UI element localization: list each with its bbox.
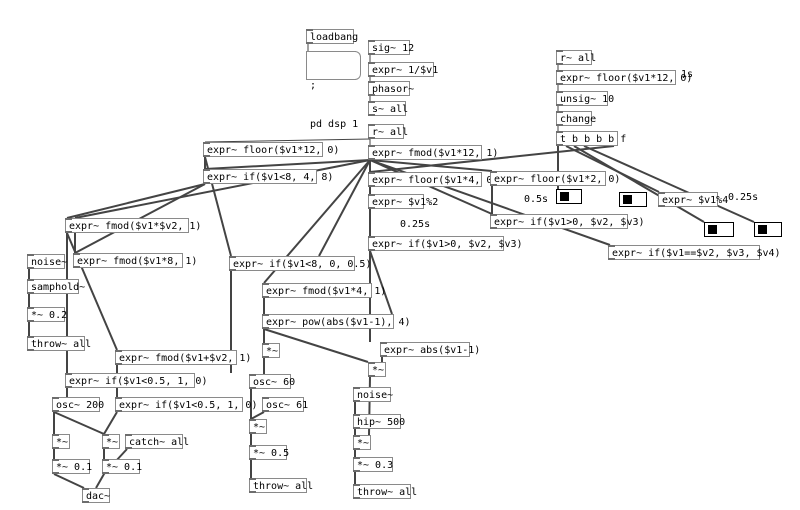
expr-fmod-4-object[interactable]: expr~ fmod($v1*4, 1) <box>262 283 386 298</box>
expr-if-lt8-05-object[interactable]: expr~ if($v1<8, 0, 0.5) <box>229 256 371 271</box>
patch-cord[interactable] <box>103 411 118 435</box>
expr-mod2-object[interactable]: expr~ $v1%2 <box>368 194 438 209</box>
expr-abs-object[interactable]: expr~ abs($v1-1) <box>380 342 480 357</box>
mul-c2-object[interactable]: *~ <box>249 419 267 434</box>
phasor-object[interactable]: phasor~ <box>368 81 414 96</box>
send-all-object[interactable]: s~ all <box>368 101 408 116</box>
toggle-0-25s-a[interactable] <box>704 222 734 237</box>
patch-cord[interactable] <box>204 159 371 170</box>
samphold-object[interactable]: samphold~ <box>27 279 85 294</box>
osc-61-object[interactable]: osc~ 61 <box>262 397 308 412</box>
expr-if-lt05-b-object[interactable]: expr~ if($v1<0.5, 1, 0) <box>115 397 257 412</box>
patch-cord[interactable] <box>583 145 755 223</box>
catch-all-object[interactable]: catch~ all <box>125 434 189 449</box>
expr-floor-4-object[interactable]: expr~ floor($v1*4, 0) <box>368 172 498 187</box>
label-0-25s-mid: 0.25s <box>400 219 431 230</box>
patch-cord[interactable] <box>369 250 393 315</box>
hip-500-object[interactable]: hip~ 500 <box>353 414 405 429</box>
mul-center-object[interactable]: *~ <box>262 343 280 358</box>
mul-0-3-object[interactable]: *~ 0.3 <box>353 457 393 472</box>
patch-cord[interactable] <box>263 328 369 363</box>
toggle-0-25s-b[interactable] <box>754 222 782 237</box>
expr-mod4-object[interactable]: expr~ $v1%4 <box>658 192 728 207</box>
expr-fmod-8-object[interactable]: expr~ fmod($v1*8, 1) <box>73 253 197 268</box>
patch-cord[interactable] <box>74 159 371 219</box>
patch-cord[interactable] <box>573 145 705 223</box>
patch-cord[interactable] <box>66 183 206 219</box>
expr-if-lt8-object[interactable]: expr~ if($v1<8, 4, 8) <box>203 169 333 184</box>
change-object[interactable]: change <box>556 111 596 126</box>
expr-recip-object[interactable]: expr~ 1/$v1 <box>368 62 438 77</box>
expr-fmod-mid-object[interactable]: expr~ fmod($v1*12, 1) <box>368 145 498 160</box>
mul-right-object[interactable]: *~ <box>368 362 386 377</box>
patch-cord[interactable] <box>53 411 105 435</box>
expr-floor-top-object[interactable]: expr~ floor($v1*12, 0) <box>556 70 692 85</box>
patch-cord[interactable] <box>318 159 371 257</box>
pd-dsp-message-line1: ; <box>310 80 317 91</box>
noise-left-object[interactable]: noise~ <box>27 254 67 269</box>
noise-right-object[interactable]: noise~ <box>353 387 393 402</box>
mul-0-1-a-object[interactable]: *~ 0.1 <box>52 459 92 474</box>
loadbang-object[interactable]: loadbang <box>306 29 358 44</box>
toggle-1s[interactable] <box>556 189 582 204</box>
label-0-5s: 0.5s <box>524 194 549 205</box>
expr-if-eq-object[interactable]: expr~ if($v1==$v2, $v3, $v4) <box>608 245 781 260</box>
patch-cord[interactable] <box>250 411 265 420</box>
mul-0-2-object[interactable]: *~ 0.2 <box>27 307 67 322</box>
sig-12-object[interactable]: sig~ 12 <box>368 40 414 55</box>
patch-cord[interactable] <box>204 138 371 143</box>
label-0-25s-right: 0.25s <box>728 192 759 203</box>
mul-0-5-object[interactable]: *~ 0.5 <box>249 445 289 460</box>
expr-if-gt0-a-object[interactable]: expr~ if($v1>0, $v2, $v3) <box>490 214 645 229</box>
expr-fmod-v1v2-object[interactable]: expr~ fmod($v1+$v2, 1) <box>115 350 251 365</box>
expr-if-lt05-a-object[interactable]: expr~ if($v1<0.5, 1, 0) <box>65 373 207 388</box>
patch-cord[interactable] <box>95 473 105 489</box>
mul-0-1-b-object[interactable]: *~ 0.1 <box>102 459 142 474</box>
toggle-0-5s[interactable] <box>619 192 647 207</box>
receive-all-top-object[interactable]: r~ all <box>556 50 596 65</box>
osc-60-object[interactable]: osc~ 60 <box>249 374 295 389</box>
expr-fmod-v2-object[interactable]: expr~ fmod($v1*$v2, 1) <box>65 218 201 233</box>
mul-l2-object[interactable]: *~ <box>102 434 120 449</box>
throw-right-object[interactable]: throw~ all <box>353 484 417 499</box>
dac-object[interactable]: dac~ <box>82 488 110 503</box>
throw-center-object[interactable]: throw~ all <box>249 478 313 493</box>
expr-floor-2-object[interactable]: expr~ floor($v1*2, 0) <box>490 171 620 186</box>
receive-all-mid-object[interactable]: r~ all <box>368 124 408 139</box>
unsig-object[interactable]: unsig~ 10 <box>556 91 614 106</box>
trigger-object[interactable]: t b b b b f <box>556 131 626 146</box>
throw-left-object[interactable]: throw~ all <box>27 336 91 351</box>
patch-cord[interactable] <box>53 473 85 489</box>
pd-dsp-message-box[interactable]: ; pd dsp 1 <box>306 51 361 130</box>
expr-floor-mid-object[interactable]: expr~ floor($v1*12, 0) <box>203 142 339 157</box>
mul-l1-object[interactable]: *~ <box>52 434 70 449</box>
pd-dsp-message-line2: pd dsp 1 <box>310 119 359 130</box>
osc-200-object[interactable]: osc~ 200 <box>52 397 104 412</box>
expr-pow-object[interactable]: expr~ pow(abs($v1-1), 4) <box>262 314 411 329</box>
expr-if-gt0-b-object[interactable]: expr~ if($v1>0, $v2, $v3) <box>368 236 523 251</box>
mul-r2-object[interactable]: *~ <box>353 435 371 450</box>
label-1s: 1s <box>681 69 694 80</box>
patch-cord[interactable] <box>369 145 615 173</box>
